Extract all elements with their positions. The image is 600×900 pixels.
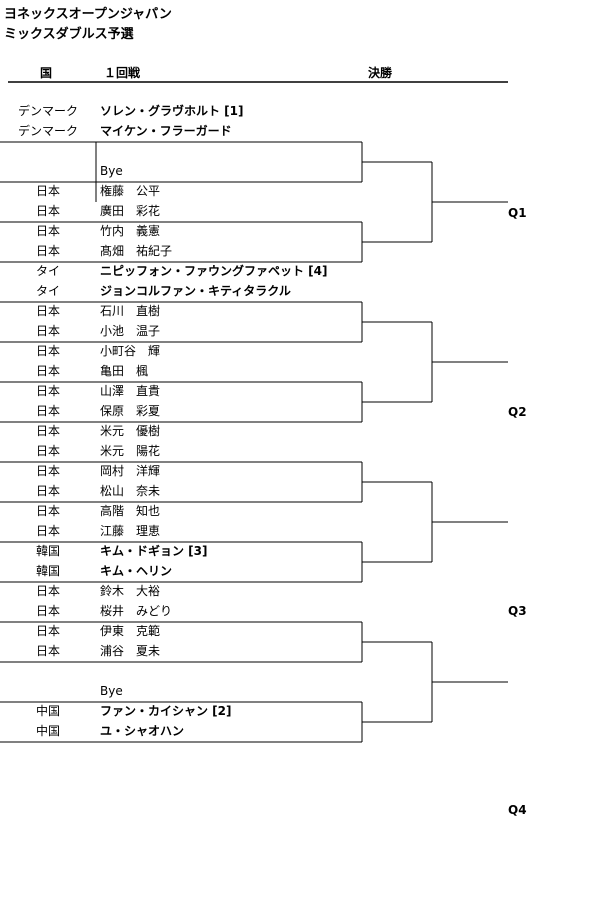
entry-country: 日本 <box>35 584 60 598</box>
entry-country: 日本 <box>35 384 60 398</box>
entry-player: Bye <box>100 684 123 698</box>
entry-country: 日本 <box>35 604 60 618</box>
entry-country: 日本 <box>35 524 60 538</box>
entry-player: Bye <box>100 164 123 178</box>
entry-country: デンマーク <box>17 124 78 138</box>
qualifier-label: Q1 <box>508 206 527 220</box>
entry-country: 日本 <box>35 624 60 638</box>
entry-country: 日本 <box>35 344 60 358</box>
entry-country: デンマーク <box>17 104 78 118</box>
entry-player: 廣田 彩花 <box>100 204 161 218</box>
entry-country: 日本 <box>35 484 60 498</box>
page-subtitle: ミックスダブルス予選 <box>4 27 134 42</box>
entry-country: 中国 <box>35 704 60 718</box>
entry-player: キム・ドギョン [3] <box>100 544 208 558</box>
entry-player: 保原 彩夏 <box>100 404 161 418</box>
entry-country: 中国 <box>35 724 60 738</box>
entry-country: 日本 <box>35 464 60 478</box>
entry-player: マイケン・フラーガード <box>100 124 232 138</box>
entry-country: 日本 <box>35 404 60 418</box>
entry-player: 桜井 みどり <box>100 604 173 618</box>
entry-player: 小池 温子 <box>100 324 161 338</box>
entry-player: 江藤 理恵 <box>100 524 161 538</box>
entry-player: 竹内 義憲 <box>100 224 161 238</box>
entry-player: ニピッフォン・ファウングファペット [4] <box>100 264 328 278</box>
entry-player: 山澤 直貴 <box>100 384 161 398</box>
entry-country: 韓国 <box>35 564 60 578</box>
entry-country: 日本 <box>35 244 60 258</box>
header-round1: １回戦 <box>104 66 141 80</box>
entry-country: 日本 <box>35 204 60 218</box>
entry-player: 米元 優樹 <box>100 424 161 438</box>
entry-player: 権藤 公平 <box>100 184 161 198</box>
entry-country: 日本 <box>35 644 60 658</box>
entry-player: 髙畑 祐紀子 <box>100 244 173 258</box>
entry-player: 高階 知也 <box>100 504 161 518</box>
qualifier-label: Q4 <box>508 803 527 817</box>
entry-country: 日本 <box>35 424 60 438</box>
entry-player: ソレン・グラヴホルト [1] <box>100 104 244 118</box>
entry-player: 亀田 楓 <box>100 364 149 378</box>
entry-player: 米元 陽花 <box>100 444 161 458</box>
entry-country: 日本 <box>35 324 60 338</box>
entry-player: キム・ヘリン <box>100 564 173 578</box>
entry-player: ファン・カイシャン [2] <box>100 704 232 718</box>
entry-country: 韓国 <box>35 544 60 558</box>
entry-player: 伊東 克範 <box>100 624 161 638</box>
header-final: 決勝 <box>368 66 393 80</box>
entry-player: 鈴木 大裕 <box>100 584 161 598</box>
entry-country: 日本 <box>35 184 60 198</box>
qualifier-label: Q2 <box>508 405 527 419</box>
header-country: 国 <box>40 66 53 80</box>
entry-player: 小町谷 輝 <box>100 344 161 358</box>
entry-country: 日本 <box>35 304 60 318</box>
qualifier-label: Q3 <box>508 604 527 618</box>
entry-player: 石川 直樹 <box>100 304 161 318</box>
entry-player: ジョンコルファン・キティタラクル <box>100 284 291 298</box>
entry-country: タイ <box>35 284 60 298</box>
entry-country: 日本 <box>35 364 60 378</box>
page-title: ヨネックスオープンジャパン <box>4 7 172 22</box>
entry-player: 松山 奈未 <box>100 484 161 498</box>
entry-country: タイ <box>35 264 60 278</box>
entry-player: 岡村 洋輝 <box>100 464 161 478</box>
entry-country: 日本 <box>35 224 60 238</box>
entry-country: 日本 <box>35 504 60 518</box>
entry-player: ユ・シャオハン <box>100 724 185 738</box>
entry-player: 浦谷 夏未 <box>100 644 161 658</box>
entry-country: 日本 <box>35 444 60 458</box>
